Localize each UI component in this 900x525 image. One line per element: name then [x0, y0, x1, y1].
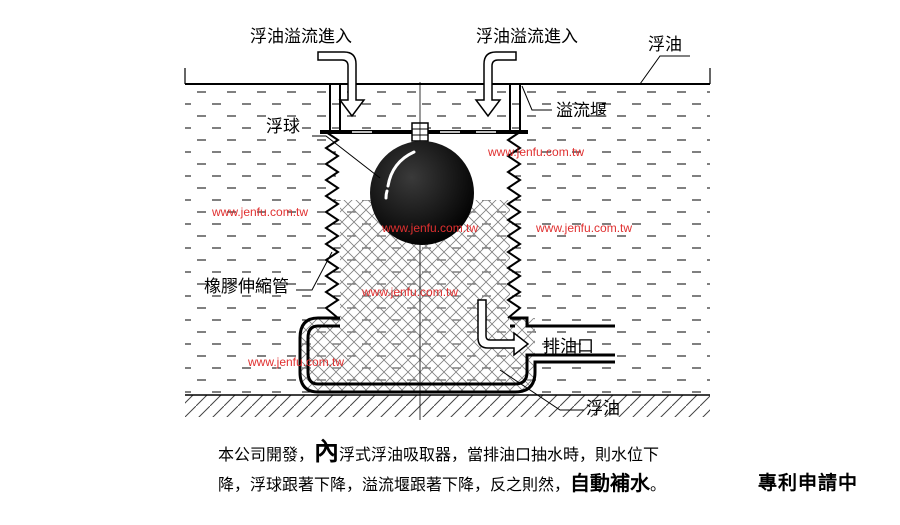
drain-flow-arrow [477, 299, 530, 357]
watermark: www.jenfu.com.tw [487, 145, 584, 159]
overflow-weir-left [329, 84, 341, 132]
label-rubber-bellows: 橡膠伸縮管 [204, 277, 289, 297]
float-ball [370, 141, 474, 245]
leader-bellows [296, 251, 333, 291]
description-part1: 本公司開發， [218, 445, 315, 464]
inflow-arrow-left [317, 51, 366, 118]
right-bellows [506, 131, 522, 319]
leader-overflow-weir [521, 85, 552, 111]
collection-chamber [298, 316, 615, 394]
description-text: 本公司開發，內浮式浮油吸取器，當排油口抽水時，則水位下降，浮球跟著下降，溢流堰跟… [218, 438, 668, 499]
description-emphasis-inner: 內 [314, 437, 340, 466]
ground [185, 394, 710, 417]
collected-oil-area [300, 200, 535, 392]
left-bellows [324, 131, 340, 319]
watermark: www.jenfu.com.tw [211, 205, 308, 219]
drain-pipe [510, 316, 615, 328]
label-inflow-right: 浮油溢流進入 [476, 27, 578, 47]
watermark: www.jenfu.com.tw [535, 221, 632, 235]
description-part3: 。 [650, 475, 667, 494]
watermark: www.jenfu.com.tw [247, 355, 344, 369]
leader-float-ball [312, 135, 381, 179]
label-drain-outlet: 排油口 [543, 337, 594, 357]
leader-bottom-oil [499, 369, 584, 411]
overflow-weir-right [509, 84, 521, 132]
label-float-ball: 浮球 [266, 117, 300, 137]
label-surface-oil: 浮油 [648, 35, 682, 55]
description-part2: 浮式浮油吸取器，當排油口抽水時，則水位下降，浮球跟著下降，溢流堰跟著下降，反之則… [218, 445, 660, 494]
label-overflow-weir: 溢流堰 [556, 101, 607, 121]
surface-oil-line-top [184, 68, 711, 84]
patent-status: 專利申請中 [758, 472, 859, 494]
watermark: www.jenfu.com.tw [381, 221, 478, 235]
label-inflow-left: 浮油溢流進入 [250, 27, 352, 47]
description-emphasis-auto-refill: 自動補水 [570, 471, 651, 495]
label-bottom-oil: 浮油 [586, 399, 620, 419]
leader-surface-oil [639, 55, 690, 85]
inflow-arrow-right [474, 51, 517, 118]
watermark: www.jenfu.com.tw [361, 285, 458, 299]
